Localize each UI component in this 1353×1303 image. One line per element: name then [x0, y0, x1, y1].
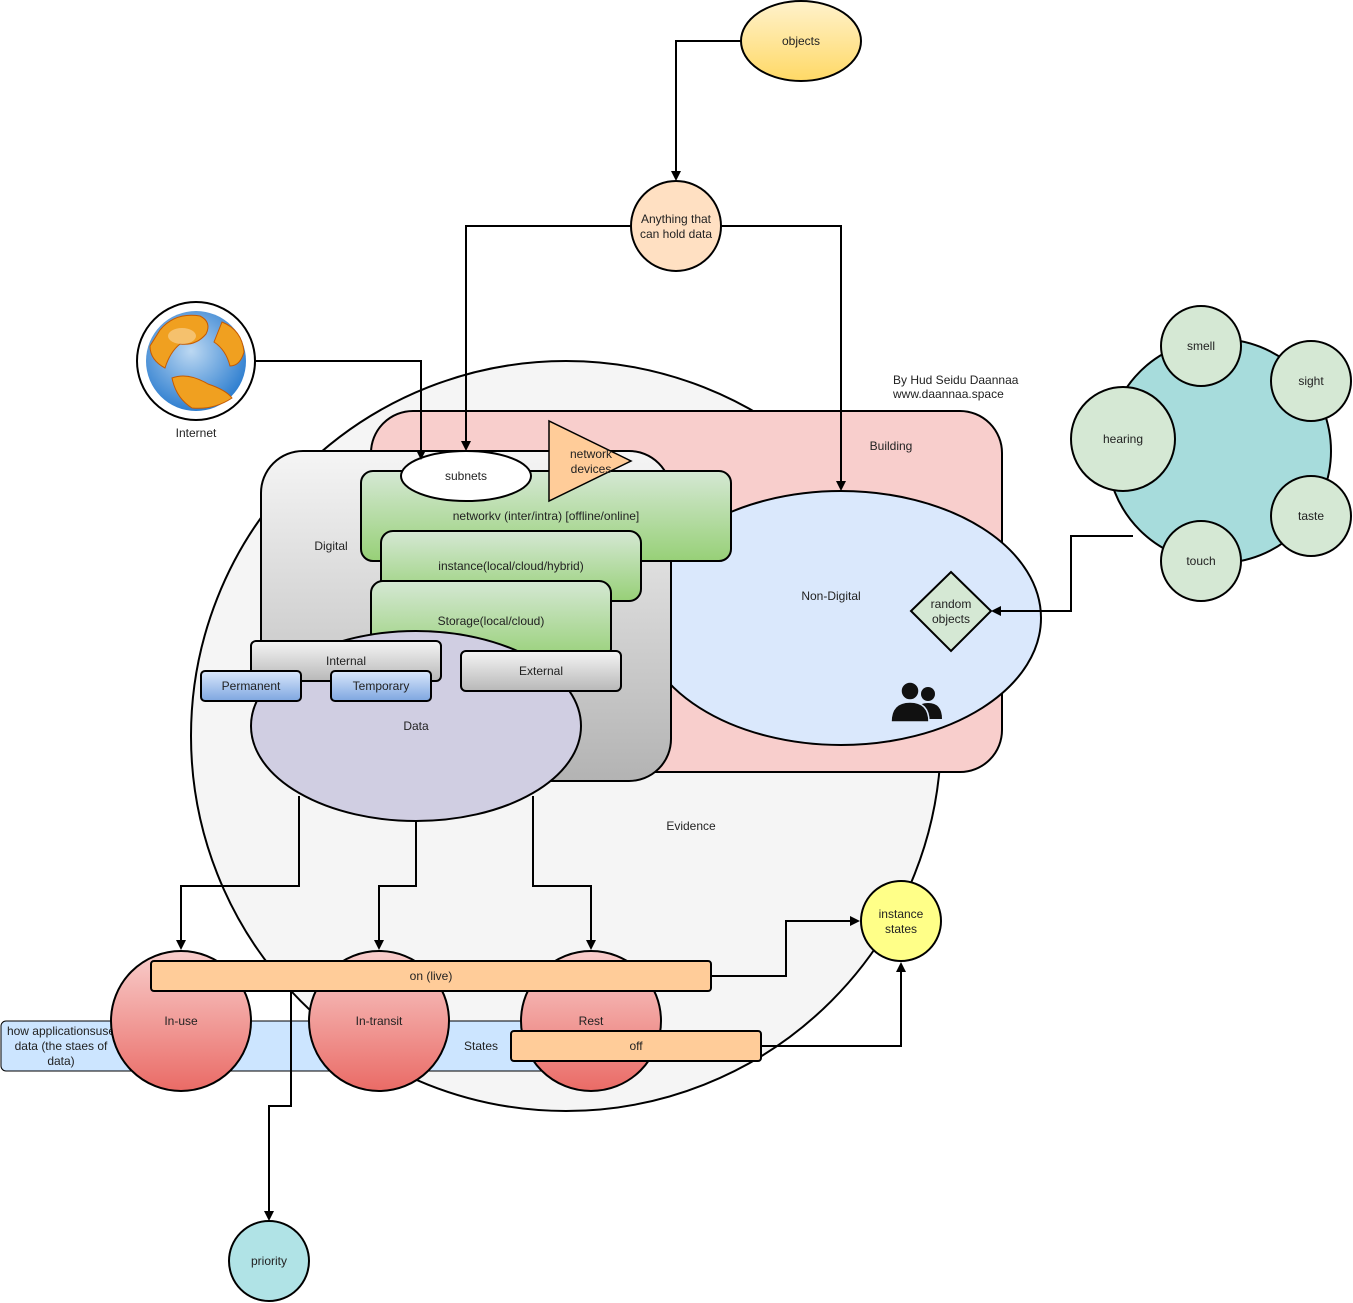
- arrow-anything-to-nondigital: [721, 225, 846, 491]
- off-label: off: [629, 1039, 643, 1053]
- priority-circle: [228, 1220, 310, 1302]
- arrow-anything-to-subnets: [461, 225, 631, 451]
- network-devices-label-1: network: [570, 447, 613, 461]
- sense-taste: [1270, 475, 1352, 557]
- users-icon: [890, 681, 942, 723]
- permanent-label: Permanent: [222, 679, 281, 693]
- instance-states-circle: [860, 880, 942, 962]
- network-devices-label-2: devices: [571, 462, 612, 476]
- on-live-label: on (live): [410, 969, 453, 983]
- subnets-label: subnets: [445, 469, 487, 483]
- sense-hearing: [1070, 386, 1176, 492]
- sense-touch: [1160, 520, 1242, 602]
- arrow-on-to-instance-states: [711, 916, 860, 977]
- sense-touch-label: touch: [1186, 554, 1215, 568]
- objects-label: objects: [782, 34, 820, 48]
- storage-label: Storage(local/cloud): [438, 614, 545, 628]
- digital-label: Digital: [314, 539, 347, 553]
- anything-label-2: can hold data: [640, 227, 712, 241]
- arrow-off-to-instance-states: [761, 962, 906, 1047]
- author-name: By Hud Seidu Daannaa: [893, 373, 1019, 387]
- temporary-label: Temporary: [353, 679, 410, 693]
- arrow-internet-to-subnets: [255, 360, 426, 460]
- arrow-objects-to-anything: [671, 40, 741, 181]
- non-digital-label: Non-Digital: [801, 589, 860, 603]
- priority-label: priority: [251, 1254, 287, 1268]
- temporary-box: [330, 670, 432, 702]
- evidence-label: Evidence: [666, 819, 716, 833]
- sense-smell-label: smell: [1187, 339, 1215, 353]
- how-apps-label-3: data): [47, 1054, 74, 1068]
- sense-sight: [1270, 340, 1352, 422]
- random-objects-label-1: random: [931, 597, 972, 611]
- arrow-data-to-in-use: [176, 796, 300, 950]
- instance-states-label-2: states: [885, 922, 917, 936]
- network-label: networkv (inter/intra) [offline/online]: [453, 509, 640, 523]
- random-objects-diamond: [909, 570, 993, 653]
- states-label: States: [464, 1039, 498, 1053]
- sense-sight-label: sight: [1298, 374, 1324, 388]
- sense-smell: [1160, 305, 1242, 387]
- connectors: [176, 40, 1133, 1221]
- arrow-senses-to-random: [991, 535, 1133, 616]
- globe-icon: [136, 301, 256, 421]
- subnets-ellipse: [400, 450, 532, 502]
- in-use-label: In-use: [164, 1014, 198, 1028]
- author-url: www.daannaa.space: [892, 387, 1004, 401]
- sense-taste-label: taste: [1298, 509, 1324, 523]
- arrow-states-to-priority: [264, 991, 292, 1221]
- network-devices-triangle: [548, 419, 633, 503]
- in-transit-label: In-transit: [356, 1014, 403, 1028]
- how-apps-label-1: how applicationsuse: [7, 1024, 115, 1038]
- instance-label: instance(local/cloud/hybrid): [438, 559, 583, 573]
- arrow-data-to-in-transit: [374, 821, 417, 950]
- instance-states-label-1: instance: [879, 907, 924, 921]
- building-label: Building: [870, 439, 913, 453]
- how-apps-label-2: data (the staes of: [15, 1039, 108, 1053]
- anything-circle: [630, 180, 722, 272]
- external-box: [460, 650, 622, 692]
- arrow-data-to-rest: [532, 796, 596, 950]
- random-objects-label-2: objects: [932, 612, 970, 626]
- permanent-box: [200, 670, 302, 702]
- internal-label: Internal: [326, 654, 366, 668]
- data-label: Data: [403, 719, 429, 733]
- sense-hearing-label: hearing: [1103, 432, 1143, 446]
- internet-label: Internet: [176, 426, 217, 440]
- anything-label-1: Anything that: [641, 212, 712, 226]
- rest-label: Rest: [579, 1014, 604, 1028]
- external-label: External: [519, 664, 563, 678]
